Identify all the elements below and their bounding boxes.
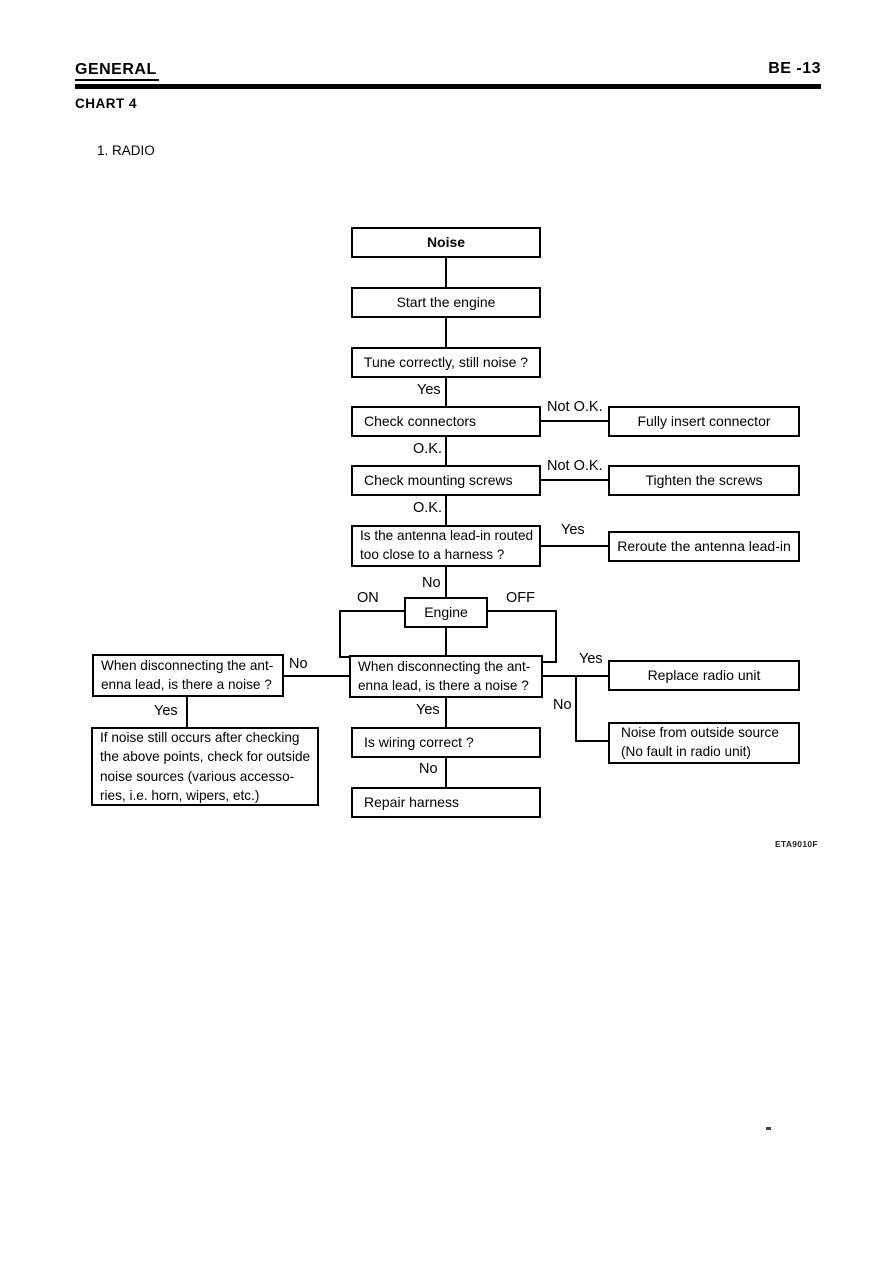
node-check-connectors-label: Check connectors: [364, 412, 477, 429]
chart-subtitle: 1. RADIO: [97, 143, 155, 158]
node-outside-source: Noise from outside source (No fault in r…: [608, 722, 800, 764]
node-disconnect-left-line1: When disconnecting the ant-: [101, 657, 274, 673]
node-check-mounting-screws: Check mounting screws: [351, 465, 541, 496]
figure-code: ETA9010F: [775, 839, 818, 849]
node-tune-correctly-label: Tune correctly, still noise ?: [363, 353, 529, 370]
flow-line: [541, 420, 608, 422]
node-is-wiring-correct: Is wiring correct ?: [351, 727, 541, 758]
flow-line: [445, 628, 447, 655]
flow-line: [445, 698, 447, 727]
node-check-mounting-screws-label: Check mounting screws: [364, 471, 513, 488]
node-engine-label: Engine: [424, 603, 468, 620]
node-start-engine-label: Start the engine: [396, 293, 496, 310]
node-fully-insert-connector-label: Fully insert connector: [637, 412, 771, 429]
label-yes: Yes: [416, 702, 440, 718]
flow-line-engine-on: [339, 610, 341, 658]
node-disconnect-left-line2: enna lead, is there a noise ?: [101, 676, 272, 692]
node-disconnect-antenna-center: When disconnecting the ant- enna lead, i…: [349, 655, 543, 698]
flow-line-engine-on: [339, 656, 351, 658]
node-tighten-screws: Tighten the screws: [608, 465, 800, 496]
node-noise-label: Noise: [426, 233, 466, 250]
node-noise: Noise: [351, 227, 541, 258]
node-replace-radio-unit: Replace radio unit: [608, 660, 800, 691]
label-no: No: [553, 697, 572, 713]
label-ok: O.K.: [413, 441, 443, 457]
node-antenna-lead-in-line1: Is the antenna lead-in routed: [360, 528, 534, 544]
label-yes: Yes: [417, 382, 441, 398]
flow-line: [541, 545, 608, 547]
label-no: No: [289, 656, 308, 672]
node-replace-radio-unit-label: Replace radio unit: [647, 666, 761, 683]
node-outside-noise-check-line1: If noise still occurs after checking: [100, 729, 300, 745]
node-outside-source-line1: Noise from outside source: [621, 725, 779, 741]
flow-line-engine-on: [339, 610, 406, 612]
flow-line-engine-off: [486, 610, 557, 612]
node-disconnect-center-line2: enna lead, is there a noise ?: [358, 677, 529, 693]
section-title-underline: [75, 79, 159, 81]
scan-speck: [766, 1127, 771, 1130]
node-engine: Engine: [404, 597, 488, 628]
label-yes: Yes: [579, 651, 603, 667]
node-disconnect-antenna-left: When disconnecting the ant- enna lead, i…: [92, 654, 284, 697]
flow-line-engine-off: [543, 661, 557, 663]
node-outside-noise-check-line3: noise sources (various accesso-: [100, 768, 295, 784]
chart-title: CHART 4: [75, 96, 138, 111]
page-number: BE -13: [768, 60, 821, 77]
node-antenna-lead-in-line2: too close to a harness ?: [360, 547, 505, 562]
node-start-engine: Start the engine: [351, 287, 541, 318]
label-yes: Yes: [561, 522, 585, 538]
section-title: GENERAL: [75, 61, 157, 78]
node-tighten-screws-label: Tighten the screws: [645, 471, 763, 488]
flow-line: [445, 318, 447, 347]
flow-line-yes-left: [186, 696, 188, 727]
flow-line-no-left: [284, 675, 350, 677]
flow-line-no-right: [575, 675, 577, 742]
label-off: OFF: [506, 590, 535, 606]
node-outside-noise-check-line2: the above points, check for outside: [100, 749, 311, 765]
node-repair-harness: Repair harness: [351, 787, 541, 818]
node-fully-insert-connector: Fully insert connector: [608, 406, 800, 437]
node-repair-harness-label: Repair harness: [364, 793, 459, 810]
node-reroute-antenna: Reroute the antenna lead-in: [608, 531, 800, 562]
flow-line: [445, 378, 447, 406]
label-ok: O.K.: [413, 500, 443, 516]
flow-line: [541, 479, 608, 481]
node-outside-source-line2: (No fault in radio unit): [621, 744, 751, 759]
label-on: ON: [357, 590, 379, 606]
node-check-connectors: Check connectors: [351, 406, 541, 437]
flow-line: [445, 437, 447, 465]
label-not-ok: Not O.K.: [547, 399, 603, 415]
flow-line: [445, 567, 447, 597]
flow-line-no-right: [575, 740, 608, 742]
flow-line-engine-off: [555, 610, 557, 663]
node-antenna-lead-in: Is the antenna lead-in routed too close …: [351, 525, 541, 567]
header-rule: [75, 84, 821, 89]
label-no: No: [419, 761, 438, 777]
node-is-wiring-correct-label: Is wiring correct ?: [364, 733, 474, 750]
node-reroute-antenna-label: Reroute the antenna lead-in: [617, 537, 791, 554]
node-disconnect-center-line1: When disconnecting the ant-: [358, 658, 531, 674]
flow-line: [445, 758, 447, 787]
label-not-ok: Not O.K.: [547, 458, 603, 474]
label-no: No: [422, 575, 441, 591]
flow-line: [445, 258, 447, 287]
label-yes: Yes: [154, 703, 178, 719]
node-tune-correctly: Tune correctly, still noise ?: [351, 347, 541, 378]
flow-line: [445, 496, 447, 525]
node-outside-noise-check: If noise still occurs after checking the…: [91, 727, 319, 806]
node-outside-noise-check-line4: ries, i.e. horn, wipers, etc.): [100, 787, 260, 803]
